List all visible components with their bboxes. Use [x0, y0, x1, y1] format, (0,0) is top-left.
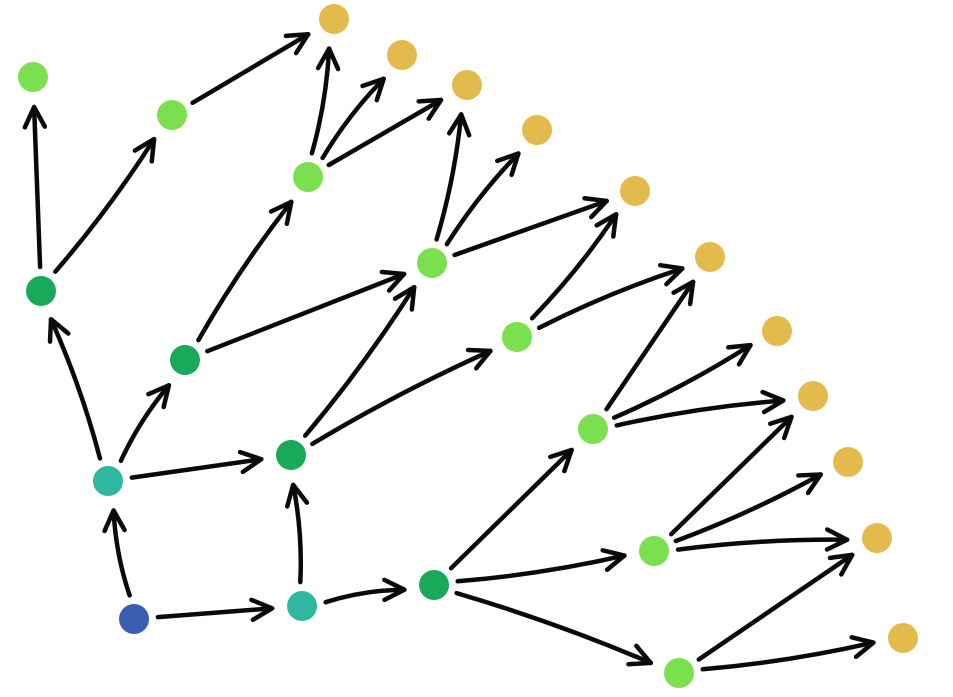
- node-layer: [18, 4, 918, 688]
- node-leaf-n23: [833, 447, 863, 477]
- edge-n1-n3: [47, 317, 103, 461]
- edge-n12-n22: [614, 389, 786, 428]
- node-leaf-n20: [695, 242, 725, 272]
- edge-n9-n17: [326, 97, 444, 168]
- node-level1-n1: [93, 466, 123, 496]
- node-level3-n8: [157, 100, 187, 130]
- node-leaf-n19: [620, 176, 650, 206]
- edge-n13-n23: [673, 472, 823, 544]
- edge-n6-n13: [455, 548, 627, 584]
- edge-n13-n22: [668, 414, 794, 537]
- edge-n9-n16: [320, 76, 386, 161]
- node-level2-n6: [419, 570, 449, 600]
- edge-n2-n5: [285, 482, 310, 585]
- node-level3-n9: [293, 162, 323, 192]
- edge-n0-n1: [102, 508, 132, 598]
- edge-n1-n5: [129, 449, 264, 480]
- edge-n6-n12: [448, 447, 574, 571]
- node-leaf-n25: [888, 623, 918, 653]
- edge-n10-n19: [452, 196, 609, 258]
- edge-n11-n20: [536, 262, 685, 331]
- node-leaf-n24: [862, 523, 892, 553]
- node-leaf-n18: [522, 115, 552, 145]
- node-leaf-n22: [798, 381, 828, 411]
- edge-n12-n21: [611, 342, 753, 420]
- edge-layer: [22, 32, 876, 672]
- edge-n1-n4: [118, 383, 172, 464]
- edge-n2-n6: [323, 577, 407, 605]
- node-level2-n5: [276, 440, 306, 470]
- edge-n4-n10: [205, 269, 407, 354]
- edge-n14-n25: [700, 635, 876, 672]
- edge-n8-n15: [190, 32, 311, 106]
- node-level3-n7: [18, 62, 48, 92]
- edge-n5-n11: [310, 347, 493, 447]
- edge-n3-n8: [53, 136, 157, 274]
- node-level1-n2: [287, 591, 317, 621]
- node-leaf-n16: [387, 40, 417, 70]
- node-level2-n4: [170, 345, 200, 375]
- edge-n10-n17: [434, 112, 472, 242]
- edge-n6-n14: [454, 590, 654, 667]
- edge-n0-n2: [155, 597, 275, 623]
- edge-n11-n19: [529, 212, 619, 321]
- edge-n5-n10: [302, 284, 417, 438]
- edge-n14-n24: [696, 552, 855, 662]
- edge-n13-n24: [675, 527, 850, 552]
- node-root-n0: [119, 604, 149, 634]
- node-level3-n13: [639, 536, 669, 566]
- node-leaf-n17: [452, 70, 482, 100]
- edge-n3-n7: [22, 104, 48, 270]
- node-level2-n3: [26, 276, 56, 306]
- edge-n9-n15: [309, 46, 341, 156]
- edge-n4-n9: [196, 199, 294, 343]
- node-level3-n10: [417, 248, 447, 278]
- node-leaf-n21: [762, 316, 792, 346]
- node-leaf-n15: [319, 4, 349, 34]
- node-level3-n14: [664, 658, 694, 688]
- edge-n12-n20: [604, 279, 696, 412]
- node-level3-n11: [502, 322, 532, 352]
- edge-n10-n18: [444, 151, 521, 247]
- node-level3-n12: [578, 414, 608, 444]
